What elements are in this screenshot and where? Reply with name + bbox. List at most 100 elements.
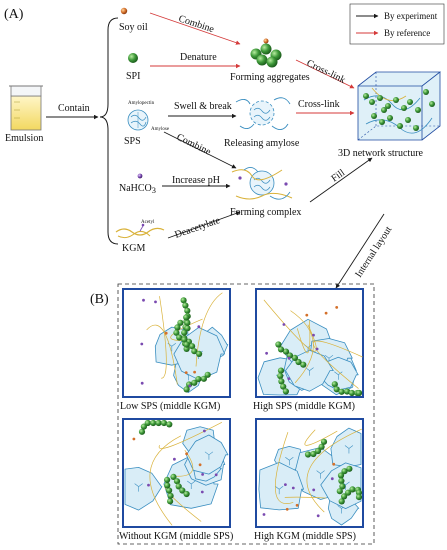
network-particle — [379, 119, 385, 125]
protein-particle — [339, 483, 346, 490]
amylopectin-mark — [285, 457, 294, 466]
kgm-fiber — [159, 296, 167, 379]
kgm-fiber — [306, 428, 363, 513]
amylopectin-mark — [134, 483, 143, 492]
protein-particle — [341, 493, 348, 500]
protein-particle — [204, 371, 211, 378]
protein-particle — [181, 336, 188, 343]
protein-particle — [173, 329, 180, 336]
denature-label: Denature — [180, 52, 217, 63]
forming-complex-icon — [231, 167, 293, 200]
soy-oil-particle — [198, 463, 202, 467]
nahco3-particle — [197, 325, 201, 329]
nahco3-particle — [312, 488, 316, 492]
legend-reference-label: By reference — [384, 28, 430, 38]
soy-oil-particle — [193, 370, 197, 374]
panel-b-frame — [117, 283, 375, 545]
combine-arrow-2 — [163, 131, 237, 169]
nahco3-particle — [315, 347, 319, 351]
protein-particle — [277, 346, 285, 353]
microstructure-panel-2 — [255, 288, 364, 398]
kgm-fiber — [304, 429, 338, 446]
combine-arrow-1 — [149, 12, 241, 45]
protein-particle — [170, 473, 177, 480]
nahco3-label: NaHCO3 — [119, 183, 156, 195]
network-cube-particles — [363, 89, 435, 131]
panel-b-label: (B) — [90, 292, 109, 307]
network-particle — [377, 95, 383, 101]
network-particle — [413, 125, 419, 131]
protein-particle — [280, 383, 287, 390]
protein-particle — [345, 489, 352, 496]
combine-label-1: Combine — [177, 13, 216, 35]
nahco3-particle — [140, 381, 144, 385]
protein-particle — [174, 324, 181, 331]
protein-particle — [304, 451, 312, 458]
network-particle — [369, 99, 375, 105]
internal-layout-arrow — [335, 213, 385, 289]
deacetylate-label: Deacetylate — [173, 215, 222, 241]
soy-oil-particle — [184, 371, 188, 374]
protein-particle — [331, 381, 338, 388]
nahco3-particle — [140, 342, 144, 346]
protein-particle — [355, 494, 363, 501]
nahco3-particle — [312, 333, 315, 337]
amylopectin-mark — [187, 480, 196, 490]
network-particle — [371, 113, 377, 119]
kgm-fiber — [149, 435, 182, 526]
nahco3-particle — [265, 351, 268, 355]
cross-link-arrow-1 — [295, 59, 355, 89]
acetyl-label: Acetyl — [141, 220, 155, 225]
amylopectin-mark — [274, 486, 284, 495]
network-label: 3D network structure — [338, 148, 424, 159]
protein-particle — [183, 345, 190, 352]
protein-particle — [310, 450, 317, 458]
protein-particle — [191, 348, 198, 355]
network-particle — [397, 123, 403, 129]
network-particle — [415, 107, 421, 113]
nahco3-particle — [284, 483, 287, 486]
kgm-fiber — [284, 496, 327, 499]
protein-particle — [166, 487, 173, 494]
protein-particle — [183, 341, 190, 348]
protein-particle — [140, 423, 147, 430]
legend-experiment-label: By experiment — [384, 11, 438, 21]
protein-particle — [155, 419, 162, 427]
nahco3-particle — [203, 429, 206, 433]
kgm-fiber — [158, 422, 223, 449]
caption-without-kgm: Without KGM (middle SPS) — [119, 531, 233, 542]
network-particle — [429, 101, 435, 107]
kgm-label: KGM — [122, 243, 145, 254]
protein-particle — [355, 489, 363, 496]
protein-particle — [164, 482, 171, 489]
protein-particle — [333, 386, 340, 393]
amylopectin-mark — [334, 371, 343, 380]
amylopectin-mark — [305, 367, 314, 376]
network-particle — [363, 93, 369, 99]
aggregates-icon — [250, 38, 282, 68]
kgm-chain-icon — [115, 223, 165, 239]
soy-oil-particle — [132, 437, 136, 441]
protein-particle — [184, 325, 191, 332]
soy-oil-particle — [185, 452, 189, 456]
nahco3-particle — [291, 486, 295, 490]
protein-particle — [195, 376, 202, 383]
kgm-fiber — [296, 320, 311, 354]
protein-particle — [144, 419, 151, 427]
starch-granule — [330, 427, 362, 468]
legend: By experiment By reference — [349, 3, 445, 45]
soy-oil-label: Soy oil — [119, 22, 148, 33]
protein-particle — [344, 388, 351, 395]
network-particle — [423, 89, 429, 95]
protein-particle — [295, 358, 302, 366]
protein-particle — [176, 334, 183, 341]
amylopectin-mark — [316, 470, 325, 479]
protein-particle — [320, 438, 328, 445]
protein-particle — [181, 329, 188, 336]
soy-oil-particle — [324, 311, 328, 315]
protein-particle — [337, 472, 345, 479]
sps-granule-icon — [127, 109, 149, 131]
microstructure-panel-1 — [122, 288, 231, 398]
emulsion-label: Emulsion — [5, 133, 43, 144]
